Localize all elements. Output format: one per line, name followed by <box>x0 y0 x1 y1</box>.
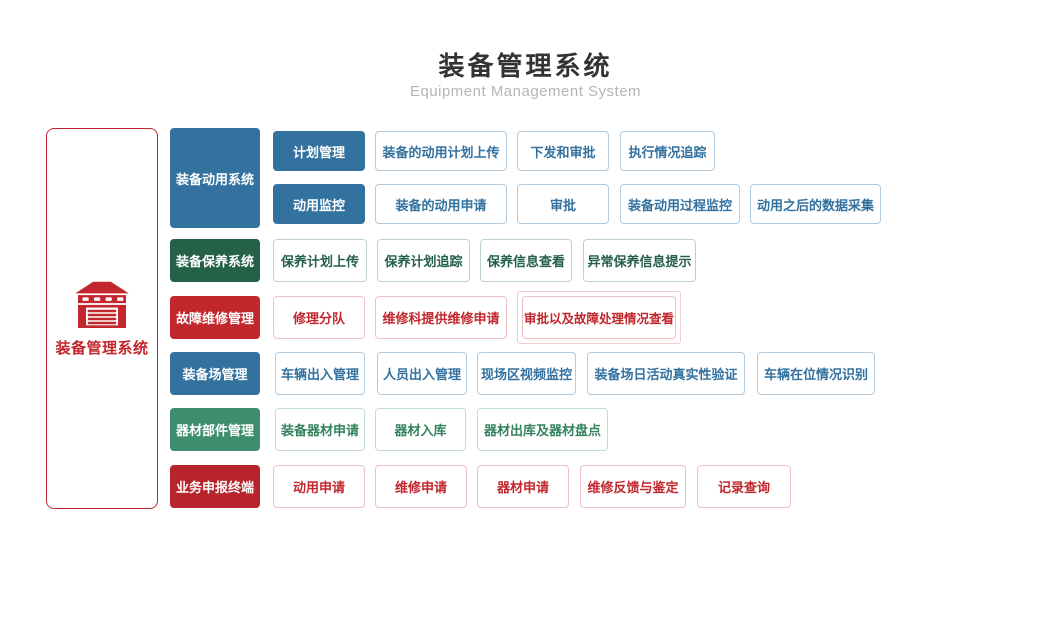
leaf-node: 车辆在位情况识别 <box>757 352 875 395</box>
leaf-node: 装备动用过程监控 <box>620 184 740 224</box>
leaf-node: 异常保养信息提示 <box>583 239 696 282</box>
group-fault-repair: 故障维修管理 <box>170 296 260 339</box>
leaf-node: 动用申请 <box>273 465 365 508</box>
subgroup-mobilization-monitoring: 动用监控 <box>273 184 365 224</box>
leaf-node: 修理分队 <box>273 296 365 339</box>
group-equipment-maintenance: 装备保养系统 <box>170 239 260 282</box>
leaf-node: 下发和审批 <box>517 131 609 171</box>
leaf-node: 装备场日活动真实性验证 <box>587 352 745 395</box>
leaf-node: 车辆出入管理 <box>275 352 365 395</box>
group-equipment-mobilization: 装备动用系统 <box>170 128 260 228</box>
root-system-box: 装备管理系统 <box>46 128 158 509</box>
leaf-node: 装备器材申请 <box>275 408 365 451</box>
leaf-node: 维修反馈与鉴定 <box>580 465 686 508</box>
leaf-node: 保养计划上传 <box>273 239 367 282</box>
leaf-node: 器材出库及器材盘点 <box>477 408 608 451</box>
leaf-node: 保养计划追踪 <box>377 239 470 282</box>
leaf-node: 审批 <box>517 184 609 224</box>
leaf-node: 器材入库 <box>375 408 466 451</box>
leaf-node: 人员出入管理 <box>377 352 467 395</box>
root-system-label: 装备管理系统 <box>55 339 149 357</box>
group-equipment-yard: 装备场管理 <box>170 352 260 395</box>
leaf-node: 记录查询 <box>697 465 791 508</box>
subgroup-plan-management: 计划管理 <box>273 131 365 171</box>
leaf-node: 维修申请 <box>375 465 467 508</box>
leaf-node: 现场区视频监控 <box>477 352 576 395</box>
leaf-node: 审批以及故障处理情况查看 <box>522 296 676 339</box>
leaf-node-outer-frame: 审批以及故障处理情况查看 <box>517 291 681 344</box>
page-subtitle: Equipment Management System <box>409 83 642 100</box>
leaf-node: 装备的动用计划上传 <box>375 131 507 171</box>
page-title: 装备管理系统 <box>438 51 613 81</box>
group-business-declaration: 业务申报终端 <box>170 465 260 508</box>
leaf-node: 装备的动用申请 <box>375 184 507 224</box>
leaf-node: 执行情况追踪 <box>620 131 715 171</box>
garage-icon <box>75 281 129 328</box>
group-materiel-parts: 器材部件管理 <box>170 408 260 451</box>
leaf-node: 器材申请 <box>477 465 569 508</box>
leaf-node: 维修科提供维修申请 <box>375 296 507 339</box>
leaf-node: 动用之后的数据采集 <box>750 184 881 224</box>
leaf-node: 保养信息查看 <box>480 239 572 282</box>
